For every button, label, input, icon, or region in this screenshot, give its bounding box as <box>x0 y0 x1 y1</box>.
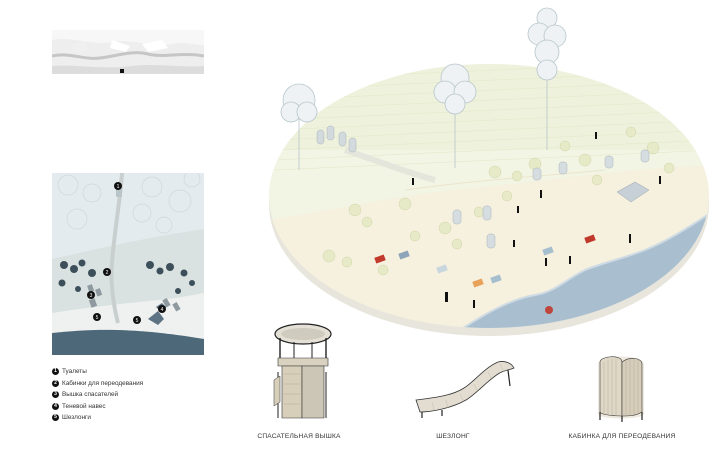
swimmer <box>545 306 553 314</box>
plan-marker-3: 3 <box>87 291 95 299</box>
axonometric-beach-scene <box>269 7 709 336</box>
changing-cabin-illustration <box>598 356 644 422</box>
legend-label: Туалеты <box>62 368 87 376</box>
beach-towels <box>374 234 596 288</box>
caption-changing-cabin: КАБИНКА ДЛЯ ПЕРЕОДЕВАНИЯ <box>568 433 676 440</box>
legend-number-badge: 4 <box>52 402 59 410</box>
changing-cabins <box>452 149 650 249</box>
tree-middle <box>433 63 477 168</box>
legend-number-badge: 3 <box>52 391 59 399</box>
plan-marker-4: 4 <box>158 305 166 313</box>
plan-marker-5a: 5 <box>93 313 101 321</box>
tree-right <box>527 7 567 150</box>
bushes <box>322 126 675 276</box>
site-plan: 1 2 3 4 5 5 <box>52 173 204 355</box>
legend-number-badge: 5 <box>52 414 59 422</box>
lounger-illustration <box>415 361 515 418</box>
legend-item-loungers: 5 Шезлонги <box>52 412 232 424</box>
shade-canopy <box>616 181 650 203</box>
svg-text:3: 3 <box>90 293 93 299</box>
context-map <box>52 30 204 74</box>
plan-marker-5b: 5 <box>133 316 141 324</box>
legend-number-badge: 1 <box>52 368 59 376</box>
caption-lifeguard-tower: СПАСАТЕЛЬНАЯ ВЫШКА <box>257 433 341 440</box>
legend-label: Шезлонги <box>62 414 91 422</box>
site-marker-icon <box>120 69 124 73</box>
svg-text:5: 5 <box>96 315 99 321</box>
legend-label: Вышка спасателей <box>62 391 119 399</box>
legend: 1 Туалеты 2 Кабинки для переодевания 3 В… <box>52 366 232 424</box>
legend-item-cabins: 2 Кабинки для переодевания <box>52 378 232 390</box>
legend-label: Теневой навес <box>62 402 106 410</box>
legend-item-shade-canopy: 4 Теневой навес <box>52 401 232 413</box>
svg-text:5: 5 <box>136 318 139 324</box>
plan-marker-1: 1 <box>114 182 122 190</box>
legend-label: Кабинки для переодевания <box>62 379 144 387</box>
people-figures <box>412 132 661 308</box>
svg-text:4: 4 <box>161 307 164 313</box>
plan-marker-2: 2 <box>103 268 111 276</box>
toilet-structures <box>316 125 357 153</box>
tree-left <box>280 83 318 170</box>
caption-lounger: ШЕЗЛОНГ <box>436 433 470 440</box>
svg-text:2: 2 <box>106 270 109 276</box>
svg-text:1: 1 <box>117 184 120 190</box>
legend-item-toilets: 1 Туалеты <box>52 366 232 378</box>
legend-number-badge: 2 <box>52 379 59 387</box>
legend-item-lifeguard-tower: 3 Вышка спасателей <box>52 389 232 401</box>
lifeguard-tower-illustration <box>273 323 332 419</box>
